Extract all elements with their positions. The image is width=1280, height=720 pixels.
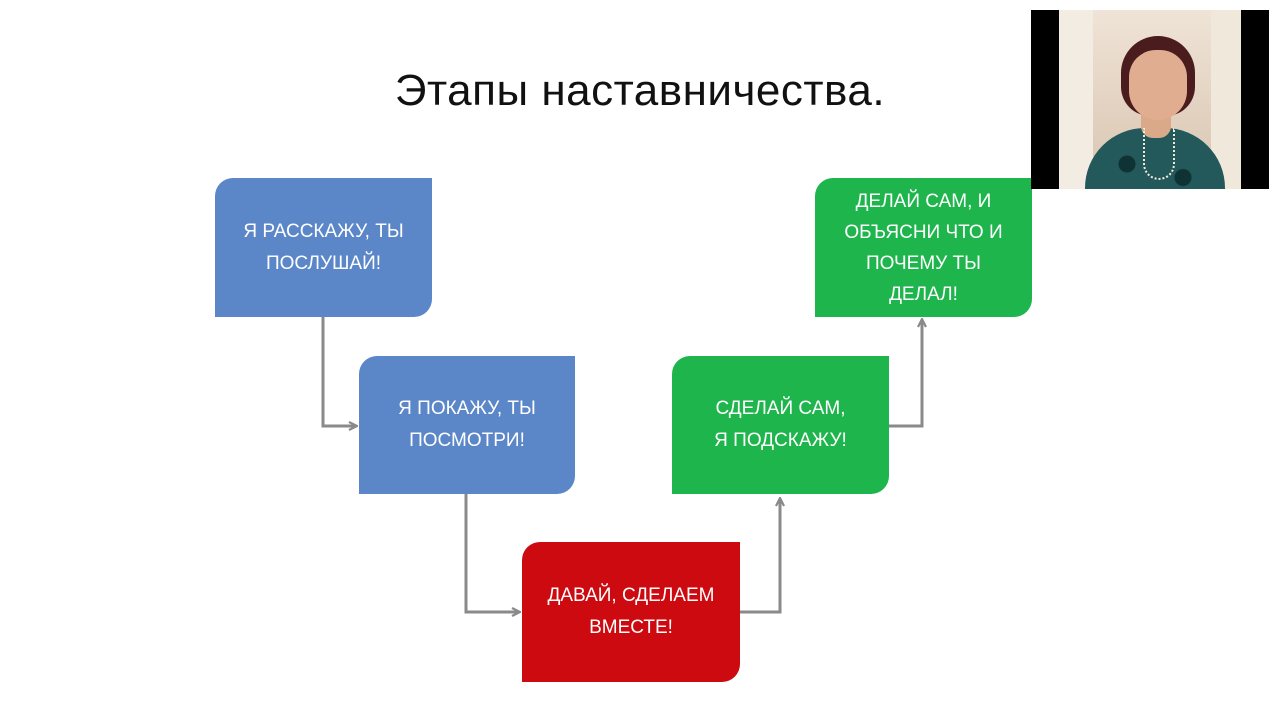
step-explain-label: ДЕЛАЙ САМ, И ОБЪЯСНИ ЧТО И ПОЧЕМУ ТЫ ДЕЛ…	[844, 190, 1003, 305]
step-explain-box: ДЕЛАЙ САМ, И ОБЪЯСНИ ЧТО И ПОЧЕМУ ТЫ ДЕЛ…	[815, 178, 1032, 317]
step-show-box: Я ПОКАЖУ, ТЫ ПОСМОТРИ!	[359, 356, 575, 494]
slide-title: Этапы наставничества.	[394, 66, 886, 115]
step-hint-label: СДЕЛАЙ САМ, Я ПОДСКАЖУ!	[714, 398, 847, 451]
connector-hint-explain	[889, 320, 922, 428]
step-together-label: ДАВАЙ, СДЕЛАЕМ ВМЕСТЕ!	[547, 585, 715, 638]
step-show-label: Я ПОКАЖУ, ТЫ ПОСМОТРИ!	[398, 398, 536, 451]
presenter-webcam	[1031, 10, 1269, 189]
presenter-video-icon	[1059, 10, 1241, 189]
step-hint-box: СДЕЛАЙ САМ, Я ПОДСКАЖУ!	[672, 356, 889, 494]
step-together-box: ДАВАЙ, СДЕЛАЕМ ВМЕСТЕ!	[522, 542, 740, 682]
connector-together-hint	[740, 499, 780, 614]
connector-tell-show	[321, 317, 356, 426]
connector-show-together	[464, 494, 519, 612]
step-tell-label: Я РАССКАЖУ, ТЫ ПОСЛУШАЙ!	[243, 220, 404, 274]
step-tell-box: Я РАССКАЖУ, ТЫ ПОСЛУШАЙ!	[215, 178, 432, 317]
